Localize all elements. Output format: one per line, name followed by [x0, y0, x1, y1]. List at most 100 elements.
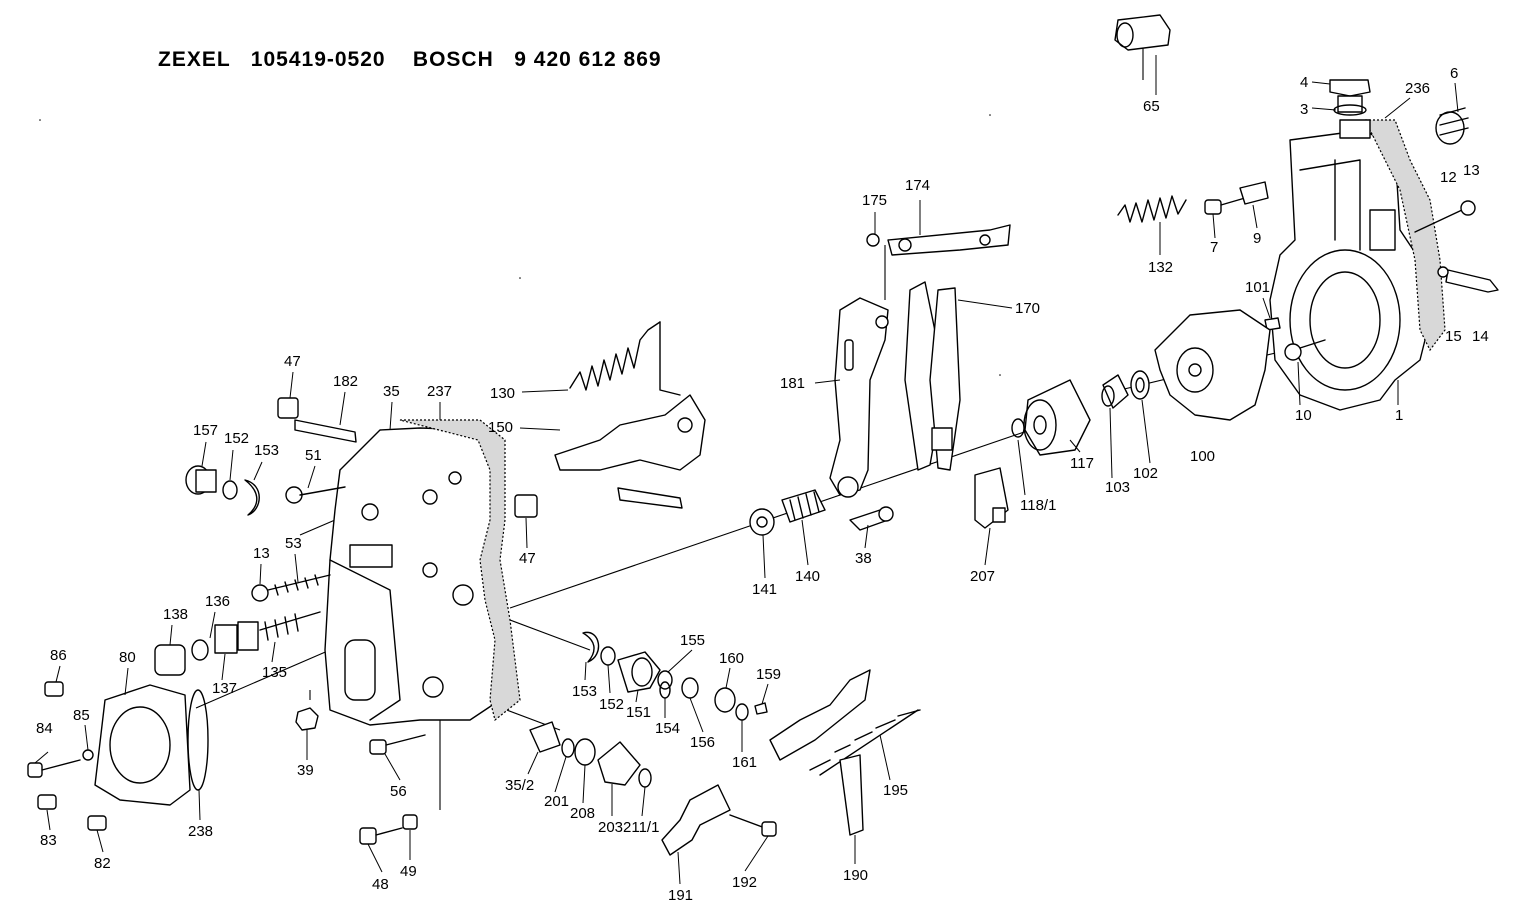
callout-51: 51	[305, 447, 322, 464]
callout-150: 150	[488, 419, 513, 436]
part-203-bush	[597, 741, 641, 786]
callout-15: 15	[1445, 328, 1462, 345]
callout-236: 236	[1405, 80, 1430, 97]
part-3-washer	[1333, 104, 1367, 116]
part-38-bolt	[849, 506, 894, 531]
callout-14: 14	[1472, 328, 1489, 345]
part-161-ring	[735, 703, 749, 721]
callout-136: 136	[205, 593, 230, 610]
callout-38: 38	[855, 550, 872, 567]
part-47-screw-top	[277, 397, 299, 419]
callout-82: 82	[94, 855, 111, 872]
part-140-spring	[781, 489, 826, 523]
callout-192: 192	[732, 874, 757, 891]
callout-238: 238	[188, 823, 213, 840]
part-12-screw	[1414, 200, 1476, 233]
part-151-sleeve	[617, 651, 661, 693]
part-56-bolt	[369, 734, 426, 755]
part-53-stud	[267, 574, 331, 596]
part-14-bolt	[1437, 266, 1499, 293]
callout-157: 157	[193, 422, 218, 439]
part-49-nut	[402, 814, 418, 830]
part-152-ring-right	[600, 646, 616, 666]
callout-135: 135	[262, 664, 287, 681]
callout-65: 65	[1143, 98, 1160, 115]
callout-159: 159	[756, 666, 781, 683]
callout-47-top: 47	[284, 353, 301, 370]
callout-160: 160	[719, 650, 744, 667]
part-159-key	[754, 702, 768, 715]
part-153-clip-left	[244, 479, 260, 516]
part-195-spring-link	[769, 669, 921, 776]
part-13-nut-left	[251, 584, 269, 602]
callout-118-1: 118/1	[1020, 497, 1056, 514]
callout-181: 181	[780, 375, 805, 392]
callout-1: 1	[1395, 407, 1403, 424]
part-82-bolt	[87, 815, 107, 831]
part-211-ring	[638, 768, 652, 788]
part-35-2-plug	[529, 721, 561, 753]
part-10-screw	[1284, 339, 1326, 361]
part-39-nut	[295, 707, 319, 731]
part-47-screw-mid	[514, 494, 538, 518]
callout-191: 191	[668, 887, 693, 904]
callout-141: 141	[752, 581, 777, 598]
part-118-ring	[1011, 418, 1025, 438]
part-4-plug	[1329, 79, 1371, 113]
diagram-title: ZEXEL 105419-0520 BOSCH 9 420 612 869	[158, 48, 662, 71]
part-6-screw	[1435, 107, 1469, 145]
callout-7: 7	[1210, 239, 1218, 256]
callout-80: 80	[119, 649, 136, 666]
part-48-bolt	[359, 827, 403, 845]
part-7-bolt	[1204, 197, 1246, 215]
part-190-arm	[839, 754, 864, 836]
callout-237: 237	[427, 383, 452, 400]
part-137-nut	[214, 621, 259, 654]
part-101-key	[1264, 317, 1281, 331]
callout-190: 190	[843, 867, 868, 884]
callout-207: 207	[970, 568, 995, 585]
part-86-bolt	[44, 681, 64, 697]
callout-85: 85	[73, 707, 90, 724]
part-9-plate	[1239, 181, 1269, 205]
callout-154: 154	[655, 720, 680, 737]
part-160-ring	[714, 687, 736, 713]
pump-housing	[1269, 119, 1446, 411]
callout-labels: 65 4 3 236 6 13 12 132 7 9 14 15 101 10 …	[36, 65, 1489, 904]
part-80-cover	[94, 684, 191, 806]
callout-49: 49	[400, 863, 417, 880]
part-238-seal	[187, 689, 209, 791]
callout-182: 182	[333, 373, 358, 390]
callout-102: 102	[1133, 465, 1158, 482]
part-102-ring	[1130, 370, 1150, 400]
callout-130: 130	[490, 385, 515, 402]
callout-103: 103	[1105, 479, 1130, 496]
part-35-governor-cover	[324, 419, 521, 726]
part-84-bolt	[27, 759, 81, 778]
part-65-nut	[1114, 14, 1171, 51]
part-136-seal	[191, 639, 209, 661]
scan-specks	[39, 114, 1001, 376]
callout-203: 203	[598, 819, 623, 836]
part-152-ring-left	[222, 480, 238, 500]
part-83-bolt	[37, 794, 57, 810]
callout-174: 174	[905, 177, 930, 194]
callout-101: 101	[1245, 279, 1270, 296]
callout-138: 138	[163, 606, 188, 623]
callout-152-left: 152	[224, 430, 249, 447]
callout-175: 175	[862, 192, 887, 209]
part-132-spring	[1117, 195, 1187, 223]
callout-156: 156	[690, 734, 715, 751]
part-103-bush	[1101, 374, 1129, 409]
callout-100: 100	[1190, 448, 1215, 465]
callout-84: 84	[36, 720, 53, 737]
part-100-feed-pump	[1154, 309, 1271, 421]
callout-39: 39	[297, 762, 314, 779]
callout-151: 151	[626, 704, 651, 721]
part-181-lever	[829, 297, 889, 498]
callout-13-left: 13	[253, 545, 270, 562]
callout-3: 3	[1300, 101, 1308, 118]
callout-211-1: 211/1	[623, 819, 659, 836]
callout-140: 140	[795, 568, 820, 585]
